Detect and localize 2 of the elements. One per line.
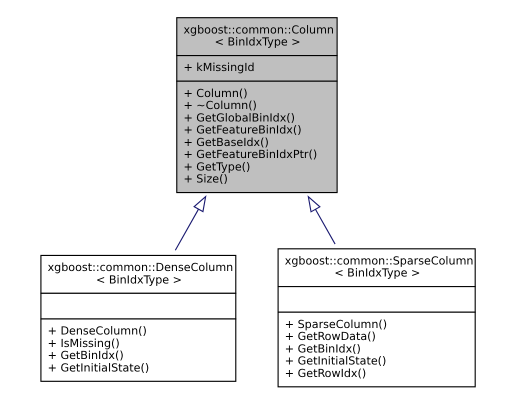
arrow (308, 195, 336, 244)
arrow (174, 195, 206, 250)
